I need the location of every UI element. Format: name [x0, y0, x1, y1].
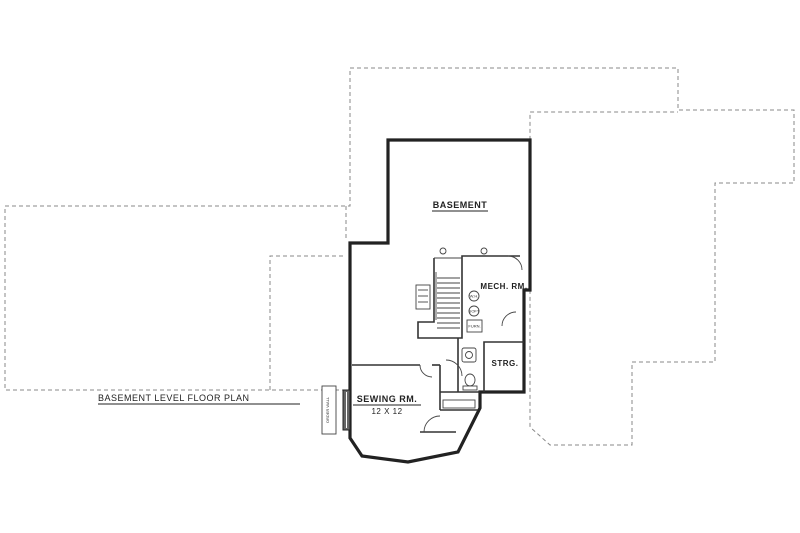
sewing-room-walls: [352, 364, 456, 433]
sewing-room-label: SEWING RM.: [357, 394, 418, 404]
stair-area: [415, 247, 523, 339]
stair-landing: [415, 284, 431, 310]
softener-icon: [468, 305, 480, 317]
drain-icon: [465, 351, 473, 359]
door-swing-icon: [419, 364, 433, 378]
basement-label: BASEMENT: [433, 200, 488, 210]
light-fixture-icon: [480, 247, 488, 255]
storage-label: STRG.: [492, 359, 519, 368]
side-note-box: [321, 385, 337, 435]
side-note-label: ORDER WALL: [325, 396, 330, 423]
side-window: ORDER WALL: [321, 385, 351, 435]
room-labels: BASEMENT MECH. RM. STRG. SEWING RM. 12 X…: [353, 200, 527, 416]
plan-title: BASEMENT LEVEL FLOOR PLAN: [98, 393, 250, 403]
door-swing-icon: [501, 311, 517, 327]
toilet-tank-icon: [462, 385, 478, 391]
service-rooms: [439, 311, 524, 411]
door-swing-icon: [423, 415, 441, 433]
light-fixture-icon: [439, 247, 447, 255]
mechanical-fixtures: W.H. SOFT FURN.: [466, 290, 483, 333]
furnace-label: FURN.: [468, 324, 480, 329]
counter-icon: [442, 399, 476, 409]
softener-label: SOFT: [469, 309, 480, 314]
stair-treads: [437, 277, 460, 329]
door-swing-icon: [507, 255, 523, 271]
upper-floor-outline: [4, 67, 795, 446]
plan-title-group: BASEMENT LEVEL FLOOR PLAN: [98, 393, 300, 405]
water-heater-icon: [468, 290, 480, 302]
water-heater-label: W.H.: [470, 294, 479, 299]
sewing-room-dimensions: 12 X 12: [371, 407, 402, 416]
exterior-walls: [348, 138, 532, 464]
mech-room-label: MECH. RM.: [480, 282, 527, 291]
door-swing-icon: [445, 359, 463, 377]
toilet-icon: [464, 373, 476, 387]
furnace-icon: [466, 319, 483, 333]
